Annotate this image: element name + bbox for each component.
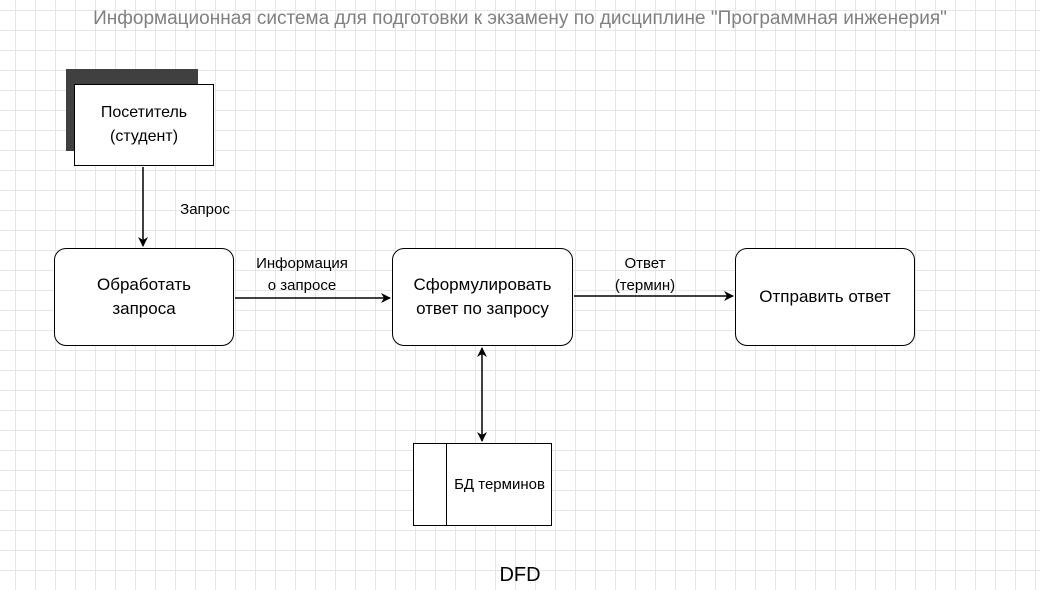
flow-request-label: Запрос — [180, 201, 230, 218]
flow-info-label: Информация о запросе — [256, 255, 348, 294]
flow-answer-label: Ответ (термин) — [614, 255, 676, 294]
datastore-bd-terminov[interactable]: БД терминов — [413, 443, 552, 526]
process-obrabotat[interactable]: Обработать запроса — [54, 248, 234, 346]
process-otpravit[interactable]: Отправить ответ — [735, 248, 915, 346]
diagram-title: Информационная система для подготовки к … — [93, 8, 947, 29]
datastore-label: БД терминов — [454, 476, 545, 493]
external-entity-visitor[interactable]: Посетитель (студент) — [74, 84, 214, 166]
process-sformulirovat[interactable]: Сформулировать ответ по запросу — [392, 248, 573, 346]
datastore-divider — [446, 444, 447, 525]
diagram-caption: DFD — [499, 564, 541, 586]
